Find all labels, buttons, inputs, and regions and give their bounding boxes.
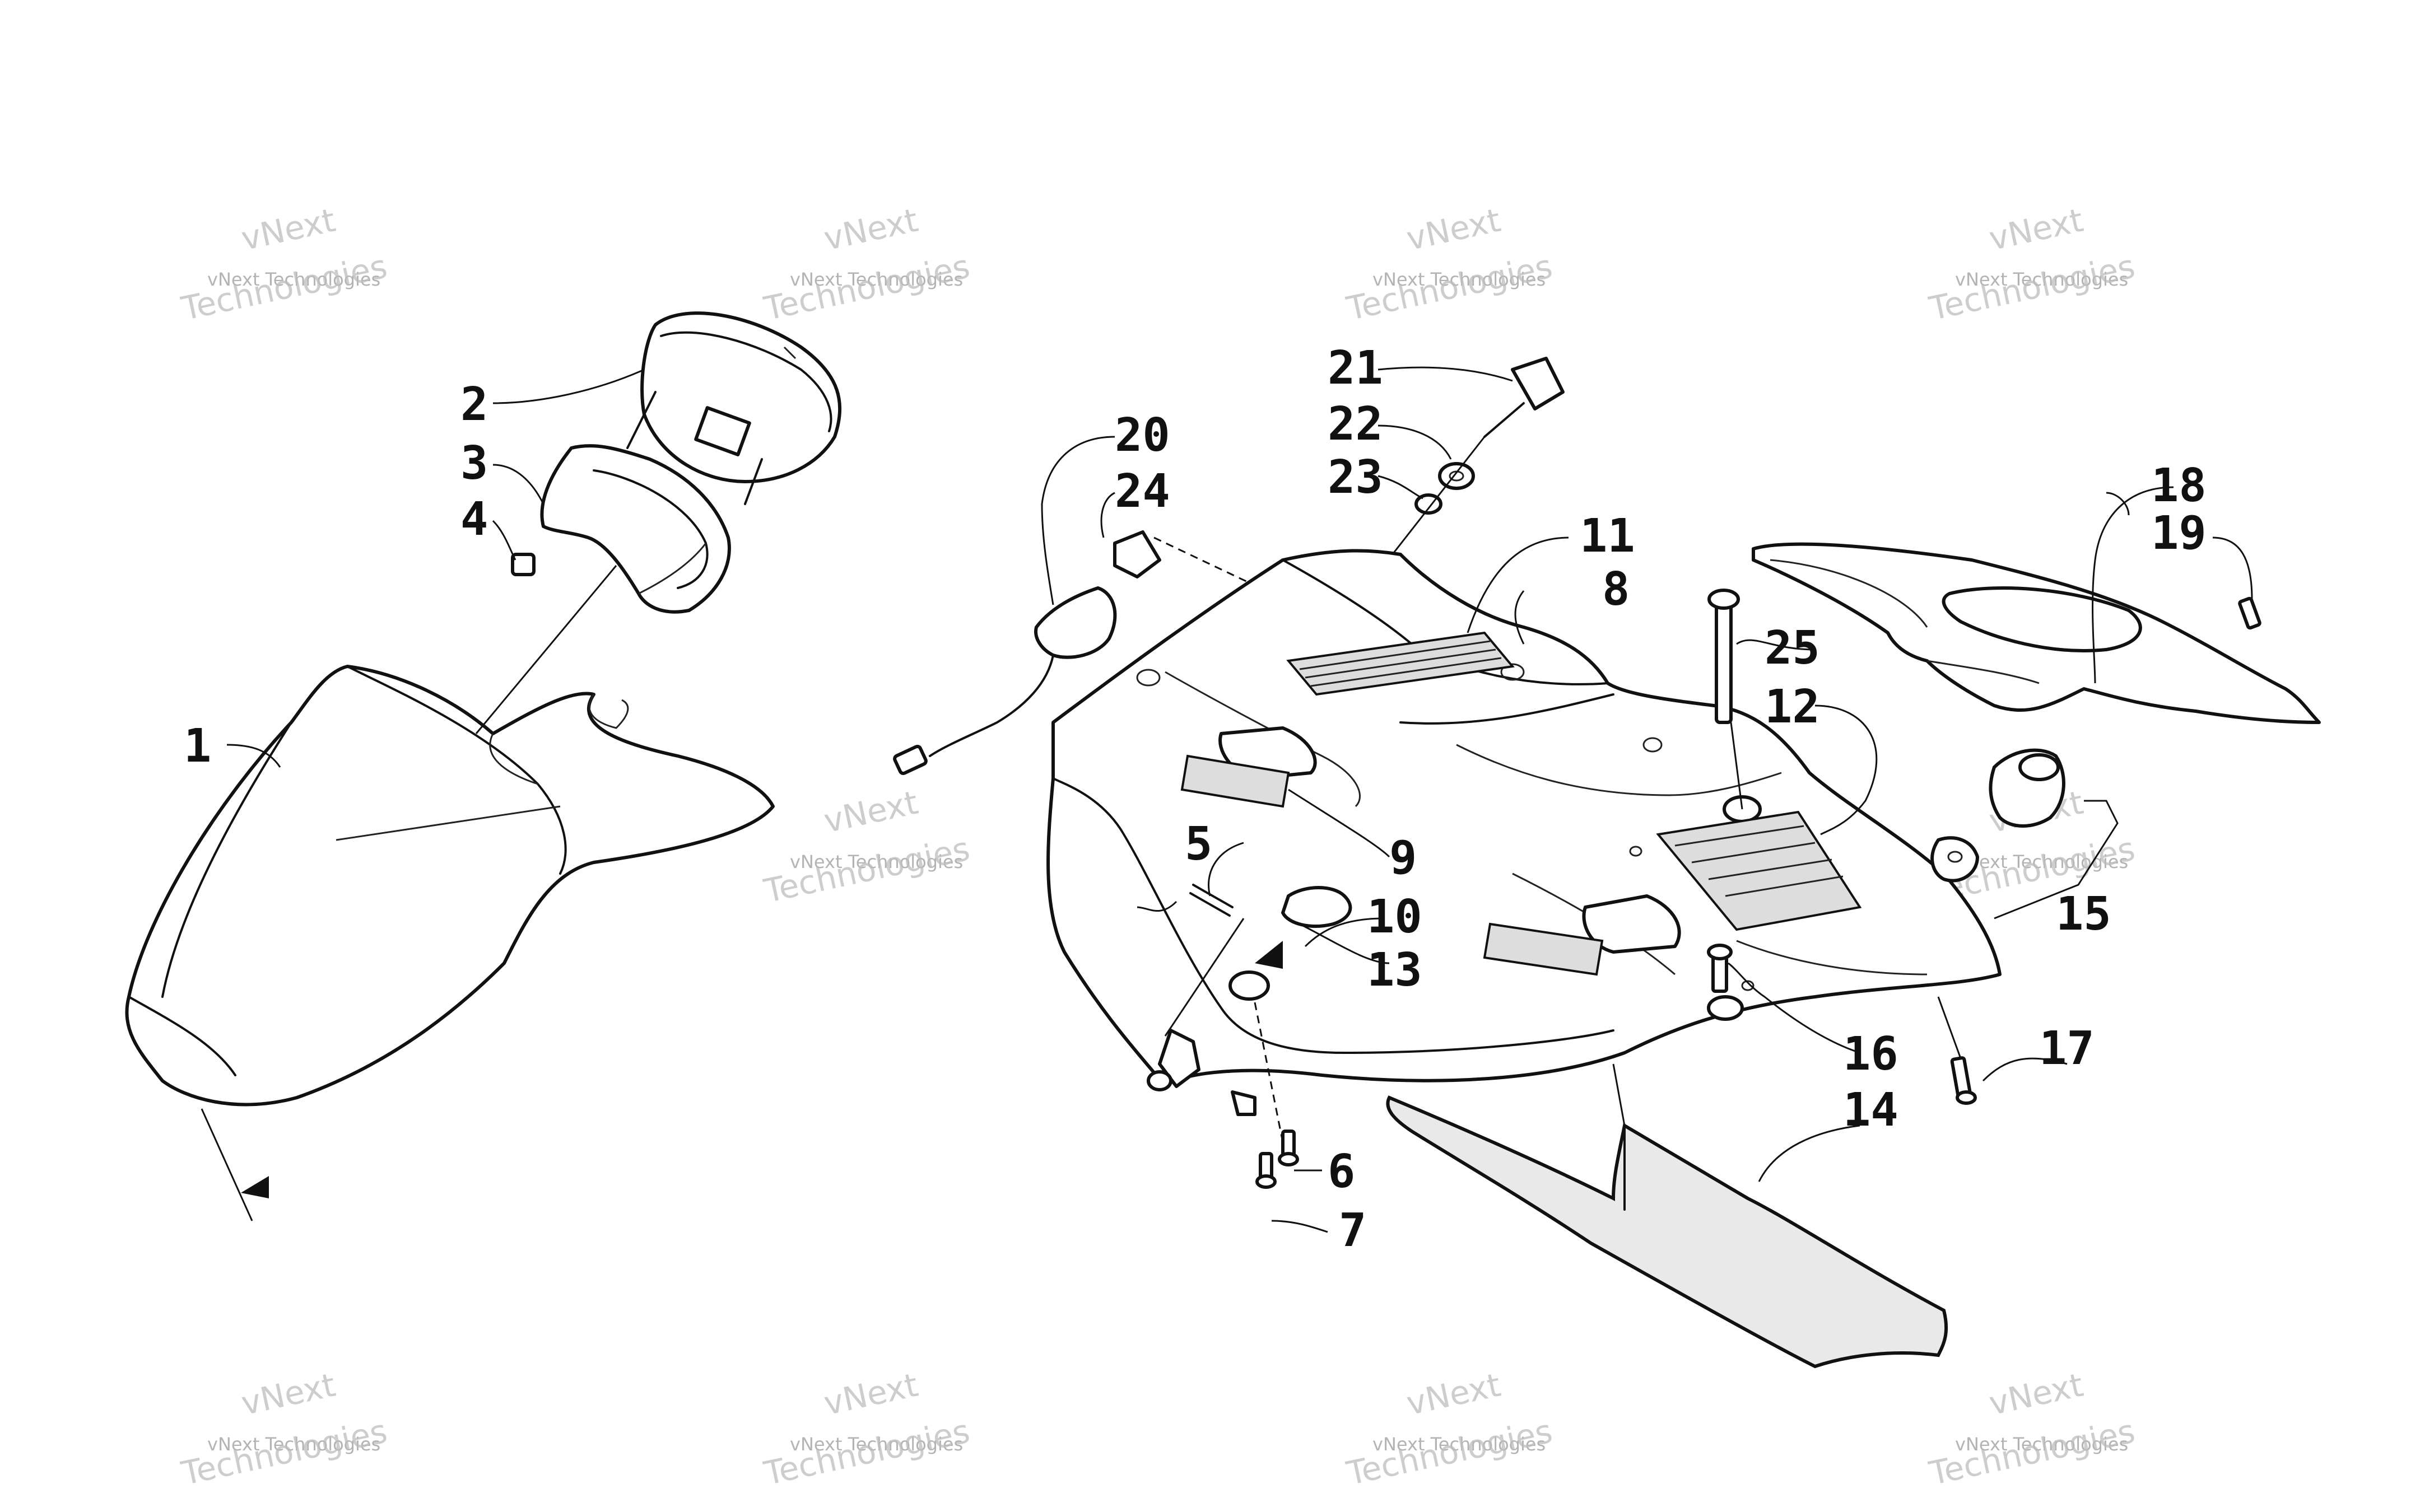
- watermark: vNext vNext Technologies Technologies: [178, 1366, 390, 1493]
- watermark: vNext vNext Technologies Technologies: [1343, 1366, 1556, 1493]
- part-25-bolt: [1707, 589, 1743, 810]
- part-13-plug: [1281, 886, 1352, 928]
- part-9-decal: [1180, 754, 1290, 808]
- callout-24: 24: [1115, 465, 1170, 518]
- svg-text:Technologies: Technologies: [760, 1412, 973, 1492]
- svg-text:vNext Technologies: vNext Technologies: [790, 1434, 963, 1455]
- callout-22: 22: [1328, 398, 1383, 451]
- svg-text:Technologies: Technologies: [1343, 1412, 1556, 1492]
- watermark: vNext vNext Technologies Technologies: [760, 1366, 973, 1493]
- callout-20: 20: [1115, 409, 1170, 462]
- part-12-decal: [1656, 810, 1862, 931]
- svg-text:Technologies: Technologies: [178, 1412, 390, 1492]
- part-17-screw: [1937, 996, 1977, 1105]
- callout-13: 13: [1367, 944, 1422, 997]
- callout-4: 4: [460, 493, 488, 546]
- part-19-screw: [2238, 596, 2261, 630]
- svg-text:Technologies: Technologies: [760, 829, 973, 910]
- callout-21: 21: [1328, 342, 1383, 395]
- callout-7: 7: [1339, 1204, 1366, 1257]
- part-14-foam-pad: [1386, 1063, 1948, 1369]
- svg-text:vNext Technologies: vNext Technologies: [790, 851, 963, 872]
- part-20-ignition-switch: [893, 586, 1117, 775]
- callout-19: 19: [2151, 507, 2207, 560]
- svg-text:Technologies: Technologies: [760, 247, 973, 328]
- callout-6: 6: [1328, 1145, 1355, 1198]
- callout-5: 5: [1185, 818, 1212, 871]
- svg-text:vNext: vNext: [1986, 1366, 2087, 1423]
- part-21-key: [1483, 357, 1565, 438]
- svg-text:vNext: vNext: [1403, 1366, 1504, 1423]
- part-22-washer: [1438, 462, 1475, 490]
- callout-labels: 1 2 3 4 5 6 7 8 9 10 11 12 13 14 15 16 1…: [184, 342, 2207, 1257]
- svg-text:vNext: vNext: [1403, 201, 1504, 258]
- callout-12: 12: [1765, 680, 1820, 734]
- callout-15: 15: [2056, 888, 2111, 941]
- part-18-side-cover: [1752, 542, 2321, 724]
- callout-2: 2: [460, 378, 488, 431]
- part-6-screw: [1278, 1130, 1299, 1166]
- callout-11: 11: [1580, 510, 1635, 563]
- assembly-line-6: [1254, 1002, 1284, 1143]
- svg-text:vNext: vNext: [821, 201, 922, 258]
- svg-text:vNext: vNext: [238, 201, 339, 258]
- callout-8: 8: [1602, 563, 1630, 616]
- svg-text:vNext Technologies: vNext Technologies: [1372, 1434, 1546, 1455]
- svg-text:vNext Technologies: vNext Technologies: [1955, 269, 2128, 290]
- part-5-pin: [1189, 884, 1234, 917]
- svg-text:vNext Technologies: vNext Technologies: [1955, 851, 2128, 872]
- watermark: vNext vNext Technologies Technologies: [178, 201, 390, 328]
- part-11-decal: [1286, 631, 1515, 696]
- part-10-decal: [1483, 922, 1604, 976]
- callout-25: 25: [1765, 622, 1820, 675]
- key-axis-line: [1383, 436, 1486, 566]
- direction-arrow: [1255, 941, 1283, 969]
- callout-1: 1: [184, 720, 211, 773]
- part-3-gauge-bracket: [540, 444, 731, 614]
- callout-23: 23: [1328, 451, 1383, 504]
- watermark: vNext vNext Technologies Technologies: [760, 201, 973, 328]
- svg-text:vNext: vNext: [1986, 201, 2087, 258]
- part-4-nut: [511, 553, 536, 576]
- svg-text:vNext Technologies: vNext Technologies: [790, 269, 963, 290]
- part-15-lock: [1930, 748, 2119, 920]
- assembly-line-5: [1164, 918, 1245, 1037]
- svg-text:Technologies: Technologies: [178, 247, 390, 328]
- part-1-front-cowl: [125, 665, 775, 1221]
- svg-text:Technologies: Technologies: [1925, 1412, 2138, 1492]
- callout-10: 10: [1367, 890, 1422, 944]
- watermark: vNext vNext Technologies Technologies: [1925, 1366, 2138, 1493]
- svg-text:vNext: vNext: [238, 1366, 339, 1423]
- callout-14: 14: [1843, 1084, 1898, 1137]
- part-7-screw: [1255, 1152, 1277, 1189]
- watermark: vNext vNext Technologies Technologies: [1343, 201, 1556, 328]
- callout-3: 3: [460, 437, 488, 490]
- svg-text:vNext: vNext: [821, 1366, 922, 1423]
- svg-text:vNext Technologies: vNext Technologies: [1372, 269, 1546, 290]
- leader-lines: [226, 366, 2253, 1233]
- svg-text:vNext Technologies: vNext Technologies: [1955, 1434, 2128, 1455]
- callout-9: 9: [1389, 832, 1417, 885]
- svg-text:Technologies: Technologies: [1925, 247, 2138, 328]
- part-24-switch-nut: [1113, 530, 1161, 578]
- watermark: vNext vNext Technologies Technologies: [1925, 201, 2138, 328]
- watermark: vNext vNext Technologies Technologies: [760, 783, 973, 911]
- svg-text:vNext: vNext: [821, 783, 922, 841]
- svg-text:vNext Technologies: vNext Technologies: [207, 269, 380, 290]
- svg-text:Technologies: Technologies: [1343, 247, 1556, 328]
- callout-18: 18: [2151, 459, 2207, 512]
- svg-text:vNext Technologies: vNext Technologies: [207, 1434, 380, 1455]
- callout-16: 16: [1843, 1028, 1898, 1081]
- part-2-gauge: [626, 311, 842, 505]
- part-16-screw: [1707, 944, 1733, 993]
- callout-17: 17: [2039, 1022, 2095, 1075]
